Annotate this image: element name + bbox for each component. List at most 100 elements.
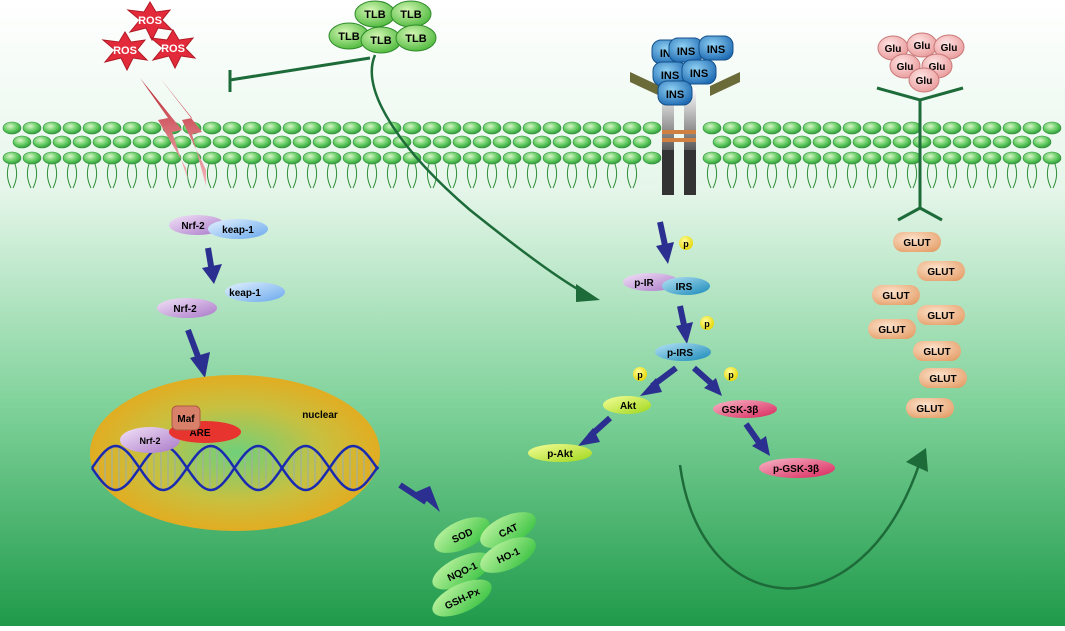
ros-star-1: ROS <box>126 1 174 42</box>
lipid-tail <box>786 163 798 189</box>
ins-label: INS <box>661 70 679 82</box>
lipid-head <box>102 151 122 165</box>
phospho-label: p <box>683 239 689 249</box>
tlb-blob: TLB <box>395 24 437 52</box>
lipid-head <box>462 121 482 135</box>
lipid-tail <box>826 163 838 189</box>
lipid-head <box>862 151 882 165</box>
ho1-pill: HO-1 <box>480 537 536 573</box>
lipid-tail <box>26 163 38 189</box>
lipid-tail <box>46 163 58 189</box>
keap1-free-label: keap-1 <box>229 288 261 299</box>
lipid-head <box>782 121 802 135</box>
lipid-tail <box>226 163 238 189</box>
lipid-head <box>1042 121 1062 135</box>
lipid-head <box>182 151 202 165</box>
nrf2-label: Nrf-2 <box>181 221 205 232</box>
lipid-tail <box>66 163 78 189</box>
lipid-tail <box>426 163 438 189</box>
lipid-head <box>812 135 832 149</box>
lipid-head <box>212 135 232 149</box>
lipid-head <box>472 135 492 149</box>
dna-strand <box>90 444 380 492</box>
glu-label: Glu <box>941 43 958 54</box>
lipid-head <box>222 121 242 135</box>
lipid-head <box>762 121 782 135</box>
lipid-tail <box>166 163 178 189</box>
lipid-head <box>1002 151 1022 165</box>
ins-blob: INS <box>657 80 693 106</box>
keap1-free <box>225 282 285 302</box>
lipid-head <box>32 135 52 149</box>
lipid-head <box>992 135 1012 149</box>
nucleus-body <box>90 375 380 531</box>
ros-label: ROS <box>161 43 185 55</box>
lipid-head <box>862 121 882 135</box>
phospho-badge <box>633 367 647 381</box>
lipid-head <box>362 121 382 135</box>
inhibition-line <box>229 56 371 82</box>
lipid-head <box>942 121 962 135</box>
maf-shape <box>171 405 201 431</box>
lipid-head <box>222 151 242 165</box>
glut-vesicle: GLUT <box>872 285 920 305</box>
lipid-tail <box>366 163 378 189</box>
pakt-arrowhead <box>578 428 600 446</box>
lipid-head <box>22 151 42 165</box>
lipid-tail <box>106 163 118 189</box>
gsk-shape <box>713 400 777 418</box>
lipid-tail <box>326 163 338 189</box>
lipid-head <box>702 151 722 165</box>
lipid-head <box>1022 121 1042 135</box>
lipid-head <box>1012 135 1032 149</box>
lipid-head <box>1042 151 1062 165</box>
lipid-head <box>512 135 532 149</box>
lipid-head <box>302 151 322 165</box>
lipid-tail <box>186 163 198 189</box>
lipid-tail <box>386 163 398 189</box>
ins-label: INS <box>707 44 725 56</box>
lipid-head <box>202 121 222 135</box>
glut-vesicles: GLUT GLUT GLUT GLUT GLUT GLUT GLUT GLUT <box>868 232 967 418</box>
lipid-head <box>552 135 572 149</box>
lipid-tail <box>266 163 278 189</box>
receptor-bond-2 <box>662 138 696 142</box>
irs-label: IRS <box>676 282 693 293</box>
glut-vesicle: GLUT <box>906 398 954 418</box>
gsk-arrow <box>692 365 714 387</box>
lipid-head <box>912 135 932 149</box>
lipid-head <box>52 135 72 149</box>
are-label: ARE <box>189 428 210 439</box>
antioxidant-enzymes: SOD CAT NQO-1 HO-1 GSH-Px <box>432 512 536 617</box>
lipid-head <box>342 121 362 135</box>
sod-pill: SOD <box>434 517 490 553</box>
lipid-tail <box>946 163 958 189</box>
lipid-head <box>982 121 1002 135</box>
lipid-head <box>522 151 542 165</box>
lipid-tail <box>806 163 818 189</box>
lipid-head <box>892 135 912 149</box>
pgsk-shape <box>759 458 835 478</box>
cat-pill: CAT <box>480 512 536 548</box>
ins-blob: INS <box>681 59 717 85</box>
lipid-head <box>522 121 542 135</box>
lipid-head <box>122 121 142 135</box>
lipid-tail <box>766 163 778 189</box>
lipid-head <box>632 135 652 149</box>
tlb-blob: TLB <box>354 0 396 28</box>
lipid-head <box>92 135 112 149</box>
ins-label: INS <box>666 89 684 101</box>
lipid-tail <box>866 163 878 189</box>
lipid-head <box>82 121 102 135</box>
lipid-head <box>602 121 622 135</box>
pirs-label: p-IRS <box>667 348 693 359</box>
lipid-head <box>902 151 922 165</box>
receptor-arm-right <box>710 72 740 96</box>
lipid-tail <box>906 163 918 189</box>
phospho-badge <box>700 316 714 330</box>
lipid-head <box>722 121 742 135</box>
lipid-head <box>352 135 372 149</box>
expression-arrow <box>398 482 428 505</box>
ros-cluster: ROS ROS ROS <box>101 1 197 72</box>
lipid-tail <box>1046 163 1058 189</box>
